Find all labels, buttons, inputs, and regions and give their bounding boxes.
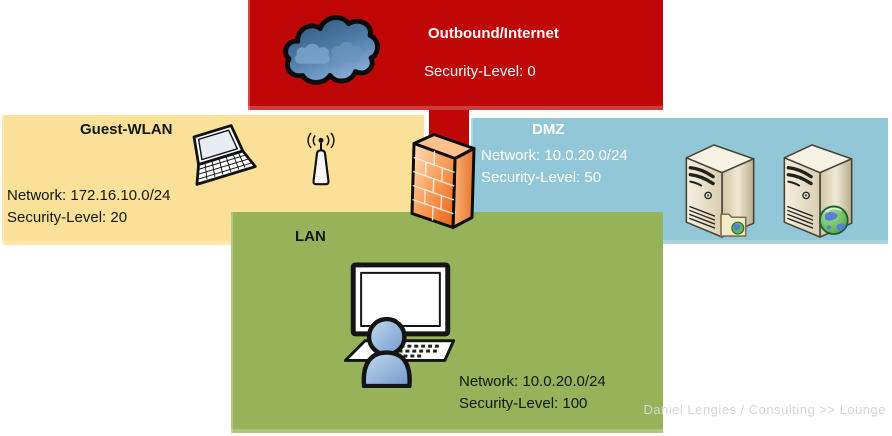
zone-lan-network: Network: 10.0.20.0/24 [459,373,606,390]
zone-lan-security-level: Security-Level: 100 [459,395,588,412]
zone-guest-wlan-security-level: Security-Level: 20 [7,209,128,226]
zone-lan-title: LAN [295,228,326,245]
wifi-antenna-icon [302,127,340,191]
firewall-icon [410,127,480,234]
user-workstation-icon [343,262,457,388]
watermark-text: Daniel Lengies / Consulting >> Lounge [643,402,886,417]
zone-dmz-network: Network: 10.0.20.0/24 [481,147,628,164]
laptop-icon [186,122,260,196]
cloud-icon [281,13,381,95]
zone-internet-title: Outbound/Internet [428,25,559,42]
zone-dmz-info: Network: 10.0.20.0/24 Security-Level: 50 [481,145,628,189]
zone-lan-info: Network: 10.0.20.0/24 Security-Level: 10… [459,371,606,415]
zone-guest-wlan-network: Network: 172.16.10.0/24 [7,187,171,204]
web-server-icon [779,141,857,240]
zone-guest-wlan-title: Guest-WLAN [80,121,173,138]
zone-dmz-title: DMZ [532,121,565,138]
zone-internet-security-level: Security-Level: 0 [424,63,536,80]
zone-guest-wlan-info: Network: 172.16.10.0/24 Security-Level: … [7,185,170,229]
zone-dmz-security-level: Security-Level: 50 [481,169,602,186]
file-server-icon [681,141,759,240]
